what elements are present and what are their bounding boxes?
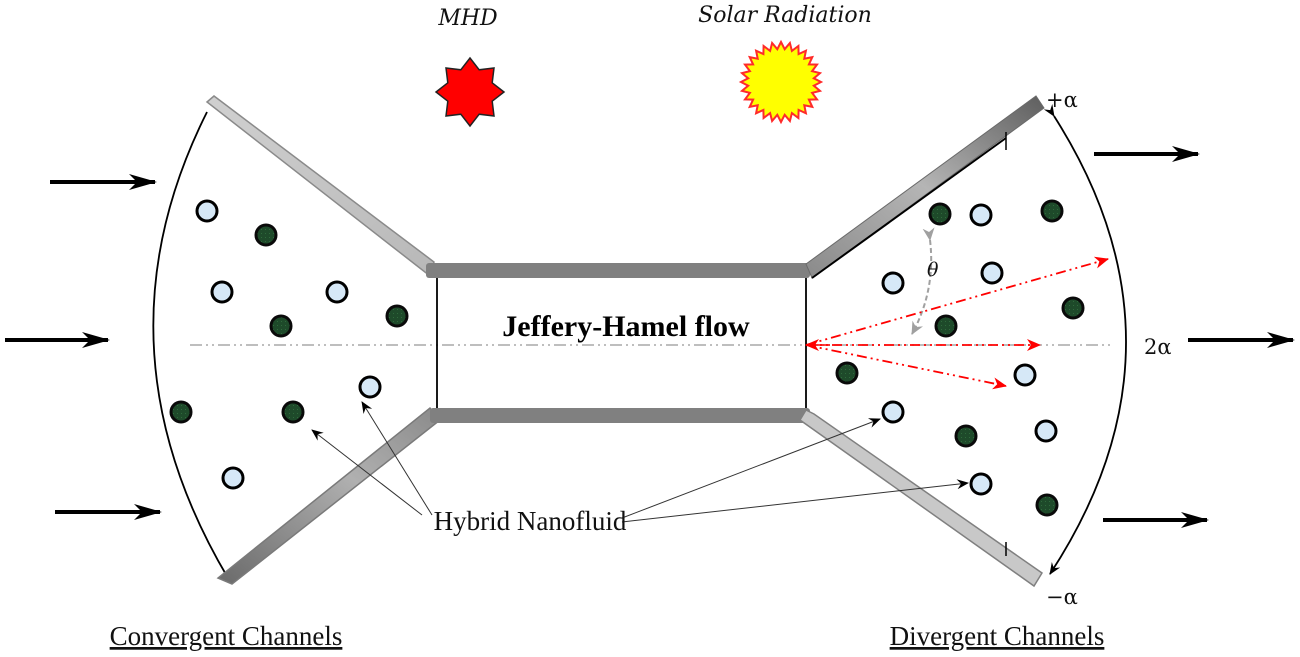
velocity-vector-upper: [805, 256, 1109, 346]
channel-bottom-wall: [430, 408, 810, 423]
divergent-particles: [835, 199, 1085, 517]
light-nanoparticle: [210, 280, 234, 304]
dark-nanoparticle: [169, 400, 193, 424]
light-nanoparticle: [969, 203, 993, 227]
pointer-arrow-right-lower: [621, 479, 969, 523]
theta-label: θ: [927, 259, 939, 281]
two-alpha-arc: [1043, 104, 1127, 575]
velocity-vectors: [805, 256, 1109, 390]
light-nanoparticle: [221, 466, 245, 490]
light-nanoparticle: [1013, 363, 1037, 387]
theta-angle-arrow: [911, 227, 935, 335]
convergent-inlet-arc: [152, 111, 229, 579]
light-nanoparticle: [881, 271, 905, 295]
dark-nanoparticle: [835, 361, 859, 385]
dark-nanoparticle: [1040, 199, 1064, 223]
light-nanoparticle: [881, 400, 905, 424]
two-alpha-label: 2α: [1144, 335, 1172, 359]
dark-nanoparticle: [1061, 296, 1085, 320]
divergent-channels-label: Divergent Channels: [890, 621, 1105, 651]
mhd-label: MHD: [437, 6, 498, 31]
jeffery-hamel-flow-title: Jeffery-Hamel flow: [502, 310, 750, 343]
light-nanoparticle: [325, 280, 349, 304]
light-nanoparticle: [1034, 419, 1058, 443]
light-nanoparticle: [358, 375, 382, 399]
pointer-arrow: [361, 401, 433, 516]
divergent-upper-wall: [805, 95, 1045, 279]
convergent-lower-wall: [216, 406, 442, 585]
pointer-arrow: [311, 429, 423, 516]
light-nanoparticle: [969, 472, 993, 496]
sun-icon: [738, 39, 824, 125]
dark-nanoparticle: [934, 314, 958, 338]
dark-nanoparticle: [269, 314, 293, 338]
light-nanoparticle: [980, 261, 1004, 285]
velocity-vector-lower: [805, 344, 1007, 390]
divergent-lower-wall: [798, 409, 1044, 588]
solar-radiation-label: Solar Radiation: [698, 3, 872, 28]
divergent-upper-edge: [811, 137, 1007, 279]
dark-nanoparticle: [928, 202, 952, 226]
convergent-upper-wall: [205, 95, 435, 278]
plus-alpha-label: +α: [1046, 88, 1078, 112]
pointer-arrow-right-upper: [621, 418, 881, 519]
nanofluid-pointers: [311, 401, 433, 516]
convergent-particles: [169, 199, 409, 490]
dark-nanoparticle: [954, 424, 978, 448]
dark-nanoparticle: [1035, 493, 1059, 517]
dark-nanoparticle: [281, 400, 305, 424]
light-nanoparticle: [195, 199, 219, 223]
dark-nanoparticle: [385, 304, 409, 328]
minus-alpha-label: −α: [1046, 585, 1078, 609]
hybrid-nanofluid-label: Hybrid Nanofluid: [434, 506, 627, 536]
channel-top-wall: [426, 263, 810, 278]
dark-nanoparticle: [254, 223, 278, 247]
convergent-channels-label: Convergent Channels: [110, 621, 343, 651]
mhd-star-icon: [434, 56, 506, 128]
